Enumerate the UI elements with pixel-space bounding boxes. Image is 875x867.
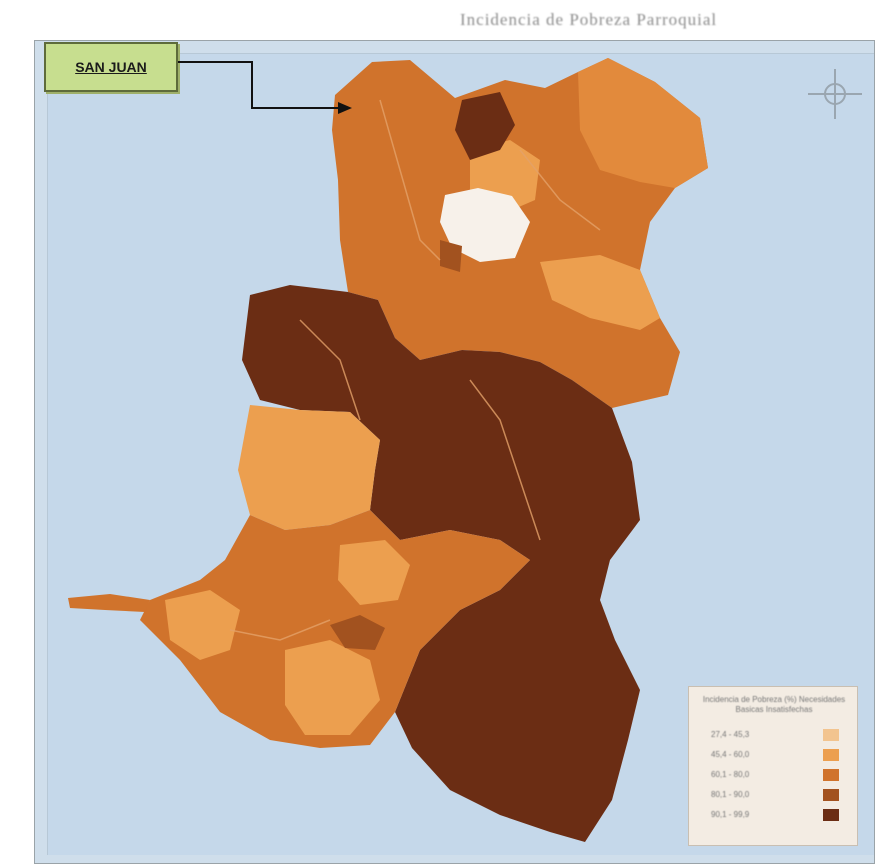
region-peninsula[interactable]: [68, 594, 150, 612]
legend-swatch: [823, 749, 839, 761]
parish-boundaries: [229, 99, 601, 641]
region-south-light[interactable]: [165, 590, 240, 660]
legend-row: 90,1 - 99,9: [711, 809, 841, 823]
legend-row: 80,1 - 90,0: [711, 789, 841, 803]
map-title: Incidencia de Pobreza Parroquial: [460, 10, 718, 29]
region-south-light-3[interactable]: [338, 540, 410, 605]
region-south-light-2[interactable]: [285, 640, 380, 735]
legend-row-label: 27,4 - 45,3: [711, 730, 750, 739]
legend-row: 45,4 - 60,0: [711, 749, 841, 763]
legend-row-label: 45,4 - 60,0: [711, 750, 750, 759]
san-juan-callout: SAN JUAN: [44, 42, 178, 92]
legend-row-label: 90,1 - 99,9: [711, 810, 750, 819]
legend-row-label: 80,1 - 90,0: [711, 790, 750, 799]
region-west-light[interactable]: [238, 405, 380, 530]
callout-label: SAN JUAN: [75, 59, 147, 75]
north-arrow-icon: [800, 64, 870, 124]
region-north-dark[interactable]: [455, 92, 515, 160]
legend: Incidencia de Pobreza (%) Necesidades Ba…: [688, 686, 858, 846]
legend-row: 60,1 - 80,0: [711, 769, 841, 783]
legend-row-label: 60,1 - 80,0: [711, 770, 750, 779]
legend-swatch: [823, 729, 839, 741]
legend-swatch: [823, 769, 839, 781]
region-east-light[interactable]: [540, 255, 660, 330]
region-northeast[interactable]: [578, 58, 708, 188]
legend-row: 27,4 - 45,3: [711, 729, 841, 743]
region-urban[interactable]: [440, 188, 530, 262]
region-urban-edge[interactable]: [440, 240, 462, 272]
legend-swatch: [823, 789, 839, 801]
region-central-dark[interactable]: [242, 285, 640, 842]
legend-swatch: [823, 809, 839, 821]
region-south-dark-patch[interactable]: [330, 615, 385, 650]
legend-title: Incidencia de Pobreza (%) Necesidades Ba…: [702, 695, 846, 714]
